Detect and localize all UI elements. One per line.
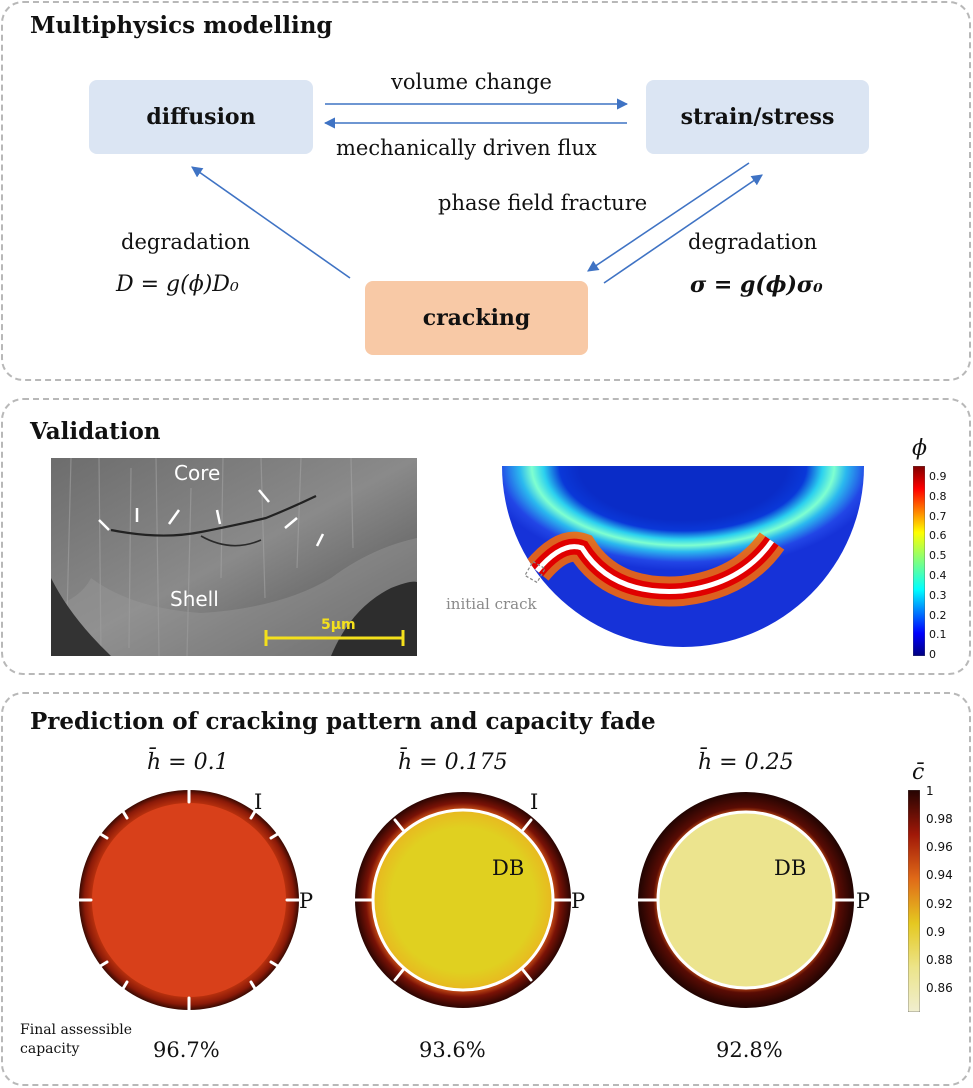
case-3-capacity: 92.8% [716,1038,783,1062]
validation-panel [1,398,971,675]
case-1-tag-I: I [254,790,263,814]
phi-tick: 0 [929,648,936,661]
case-3-tag-DB: DB [774,856,807,880]
case-1-capacity: 96.7% [153,1038,220,1062]
case-2-tag-I: I [530,790,539,814]
case-1-label: h̄ = 0.1 [147,750,229,775]
phi-tick: 0.1 [929,628,947,642]
cracking-node: cracking [365,281,588,355]
diffusivity-equation: D = g(ϕ)D₀ [116,272,239,297]
scalebar-label: 5μm [321,617,356,633]
shell-label: Shell [170,587,219,611]
c-tick: 0.96 [926,840,953,854]
diffusion-node: diffusion [89,80,313,154]
particle-case-2 [355,792,571,1008]
phi-colorbar [913,466,925,656]
c-tick: 0.94 [926,868,953,882]
volume-change-label: volume change [391,70,552,94]
phi-colorbar-symbol: ϕ [912,436,927,461]
c-tick: 0.88 [926,953,953,967]
capacity-label-line2: capacity [20,1041,80,1057]
validation-title: Validation [30,418,161,445]
phi-tick: 0.3 [929,588,947,602]
capacity-label-line1: Final assessible [20,1022,133,1038]
multiphysics-title: Multiphysics modelling [30,12,333,39]
arrow-degradation-right [603,174,763,284]
case-3-tag-P: P [856,889,871,913]
stress-equation: σ = g(ϕ)σ₀ [690,272,823,298]
sem-micrograph [51,458,417,656]
phi-tick: 0.9 [929,470,947,483]
particle-case-3 [638,792,854,1008]
multiphysics-panel [1,1,971,381]
phi-tick: 0.4 [929,569,947,582]
phase-field-label: phase field fracture [438,191,648,215]
c-colorbar [908,790,920,1012]
case-2-tag-DB: DB [492,856,525,880]
case-3-label: h̄ = 0.25 [698,750,794,775]
c-tick: 0.98 [926,812,953,826]
phi-tick: 0.7 [929,509,947,523]
degradation-right-label: degradation [688,230,818,254]
phi-tick: 0.8 [929,489,947,503]
c-tick: 0.92 [926,897,953,911]
mech-flux-label: mechanically driven flux [336,136,597,160]
prediction-title: Prediction of cracking pattern and capac… [30,708,656,735]
c-colorbar-symbol: c̄ [912,760,925,785]
phi-tick: 0.2 [929,608,947,622]
degradation-left-label: degradation [121,230,251,254]
case-2-tag-P: P [571,889,586,913]
c-tick: 1 [926,784,934,798]
c-tick: 0.9 [926,925,946,939]
phi-tick: 0.6 [929,529,947,543]
case-1-tag-P: P [299,889,314,913]
case-2-label: h̄ = 0.175 [398,750,508,775]
particle-case-1 [79,790,299,1010]
strain-stress-node: strain/stress [646,80,869,154]
prediction-panel [1,692,971,1086]
phase-field-simulation [502,466,864,647]
phi-tick: 0.5 [929,549,947,563]
c-tick: 0.86 [926,981,953,995]
core-label: Core [174,461,221,485]
arrow-phase-field [587,162,750,272]
flow-arrows [191,98,763,284]
initial-crack-label: initial crack [446,595,537,613]
case-2-capacity: 93.6% [419,1038,486,1062]
arrow-degradation-left [191,166,351,279]
